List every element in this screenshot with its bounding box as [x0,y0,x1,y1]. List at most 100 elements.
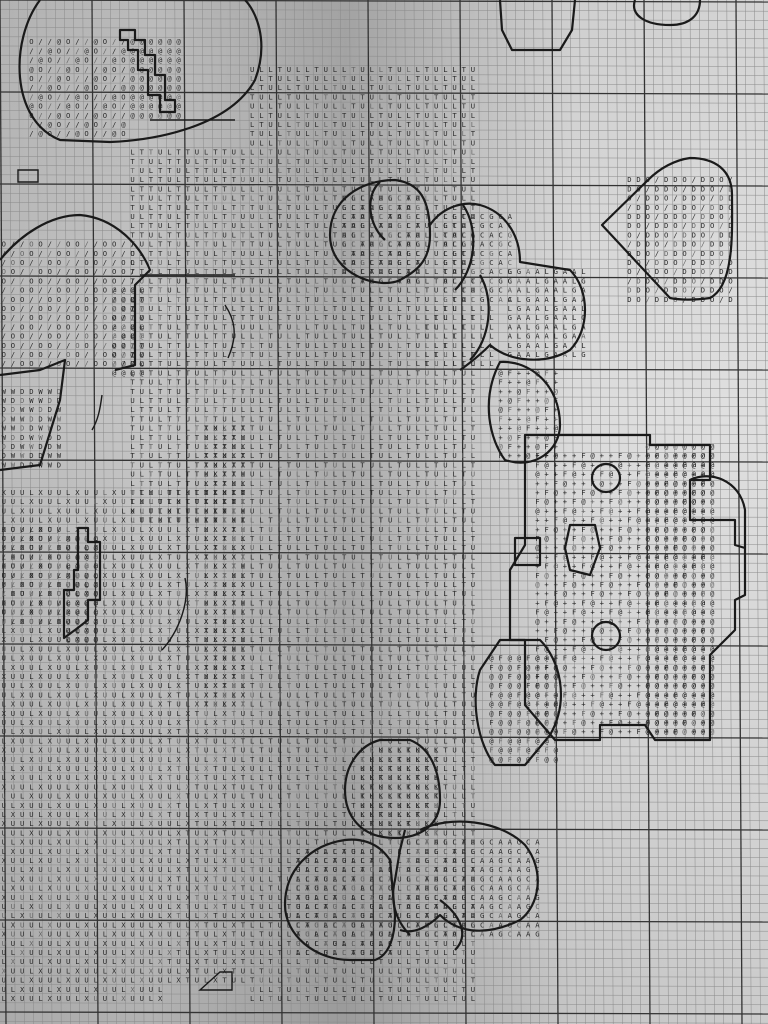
stitch-symbol: T [314,359,319,368]
stitch-symbol: T [213,414,218,423]
stitch-symbol: U [305,230,309,239]
stitch-symbol: X [195,626,200,635]
stitch-symbol: T [443,525,448,534]
stitch-symbol: L [314,451,318,460]
stitch-symbol: T [397,976,402,985]
stitch-symbol: T [342,148,347,157]
stitch-symbol: X [121,847,126,856]
stitch-symbol: U [241,322,245,331]
stitch-symbol: T [259,120,264,129]
stitch-symbol: T [186,221,191,230]
stitch-symbol: T [268,810,273,819]
stitch-symbol: A [370,240,375,249]
stitch-symbol: U [29,764,33,773]
stitch-symbol: L [57,644,61,653]
stitch-symbol: L [287,819,291,828]
stitch-symbol: L [158,801,162,810]
stitch-symbol: U [314,332,318,341]
stitch-symbol: L [222,736,226,745]
stitch-symbol: T [351,470,356,479]
stitch-symbol: T [222,148,227,157]
stitch-symbol: T [406,83,411,92]
stitch-symbol: U [103,810,107,819]
stitch-symbol: L [342,543,346,552]
stitch-symbol: T [471,424,476,433]
stitch-symbol: U [57,819,61,828]
stitch-symbol: L [296,221,300,230]
stitch-symbol: U [121,672,125,681]
stitch-symbol: U [268,194,272,203]
stitch-symbol: U [38,828,42,837]
stitch-symbol: U [103,543,107,552]
stitch-symbol: U [351,405,355,414]
stitch-symbol: X [241,874,246,883]
stitch-symbol: U [213,203,217,212]
stitch-symbol: T [186,175,191,184]
stitch-symbol: U [103,773,107,782]
stitch-symbol: L [250,626,254,635]
stitch-symbol: T [268,332,273,341]
stitch-symbol: T [397,460,402,469]
stitch-symbol: U [324,727,328,736]
stitch-symbol: U [397,286,401,295]
stitch-symbol: L [434,525,438,534]
stitch-symbol: L [462,451,466,460]
stitch-symbol: L [287,295,291,304]
stitch-symbol: L [232,874,236,883]
stitch-symbol: L [287,148,291,157]
stitch-symbol: X [186,746,191,755]
stitch-symbol: L [305,249,309,258]
stitch-symbol: L [268,249,272,258]
stitch-symbol: U [149,414,153,423]
stitch-symbol: T [158,470,163,479]
stitch-symbol: X [222,479,227,488]
stitch-symbol: U [11,488,15,497]
stitch-symbol: T [397,424,402,433]
stitch-symbol: L [232,764,236,773]
stitch-symbol: U [241,359,245,368]
stitch-symbol: X [232,608,237,617]
stitch-symbol: X [232,470,237,479]
stitch-symbol: T [195,286,200,295]
stitch-symbol: X [2,966,7,975]
stitch-symbol: X [103,792,108,801]
stitch-symbol: L [278,608,282,617]
stitch-symbol: T [452,552,457,561]
stitch-symbol: L [416,424,420,433]
stitch-symbol: U [287,286,291,295]
stitch-symbol: U [140,690,144,699]
stitch-symbol: U [351,295,355,304]
stitch-symbol: X [213,589,218,598]
stitch-symbol: L [268,102,272,111]
stitch-symbol: L [406,396,410,405]
stitch-symbol: L [213,286,217,295]
stitch-symbol: U [158,709,162,718]
stitch-symbol: T [186,608,191,617]
stitch-symbol: X [167,727,172,736]
stitch-symbol: U [268,378,272,387]
stitch-symbol: L [232,157,236,166]
stitch-symbol: A [388,212,393,221]
stitch-symbol: L [406,295,410,304]
stitch-symbol: U [121,828,125,837]
stitch-symbol: T [305,148,310,157]
stitch-symbol: L [333,516,337,525]
stitch-symbol: L [278,341,282,350]
stitch-symbol: U [333,976,337,985]
stitch-symbol: L [167,405,171,414]
stitch-symbol: U [20,957,24,966]
stitch-symbol: L [287,368,291,377]
stitch-symbol: U [471,580,475,589]
stitch-symbol: L [103,562,107,571]
stitch-symbol: L [462,166,466,175]
stitch-symbol: U [360,617,364,626]
stitch-symbol: T [397,939,402,948]
stitch-symbol: L [268,497,272,506]
stitch-symbol: U [314,957,318,966]
stitch-symbol: T [342,700,347,709]
stitch-symbol: L [342,681,346,690]
stitch-symbol: U [167,562,171,571]
stitch-symbol: U [471,433,475,442]
stitch-symbol: L [305,543,309,552]
stitch-symbol: L [94,792,98,801]
